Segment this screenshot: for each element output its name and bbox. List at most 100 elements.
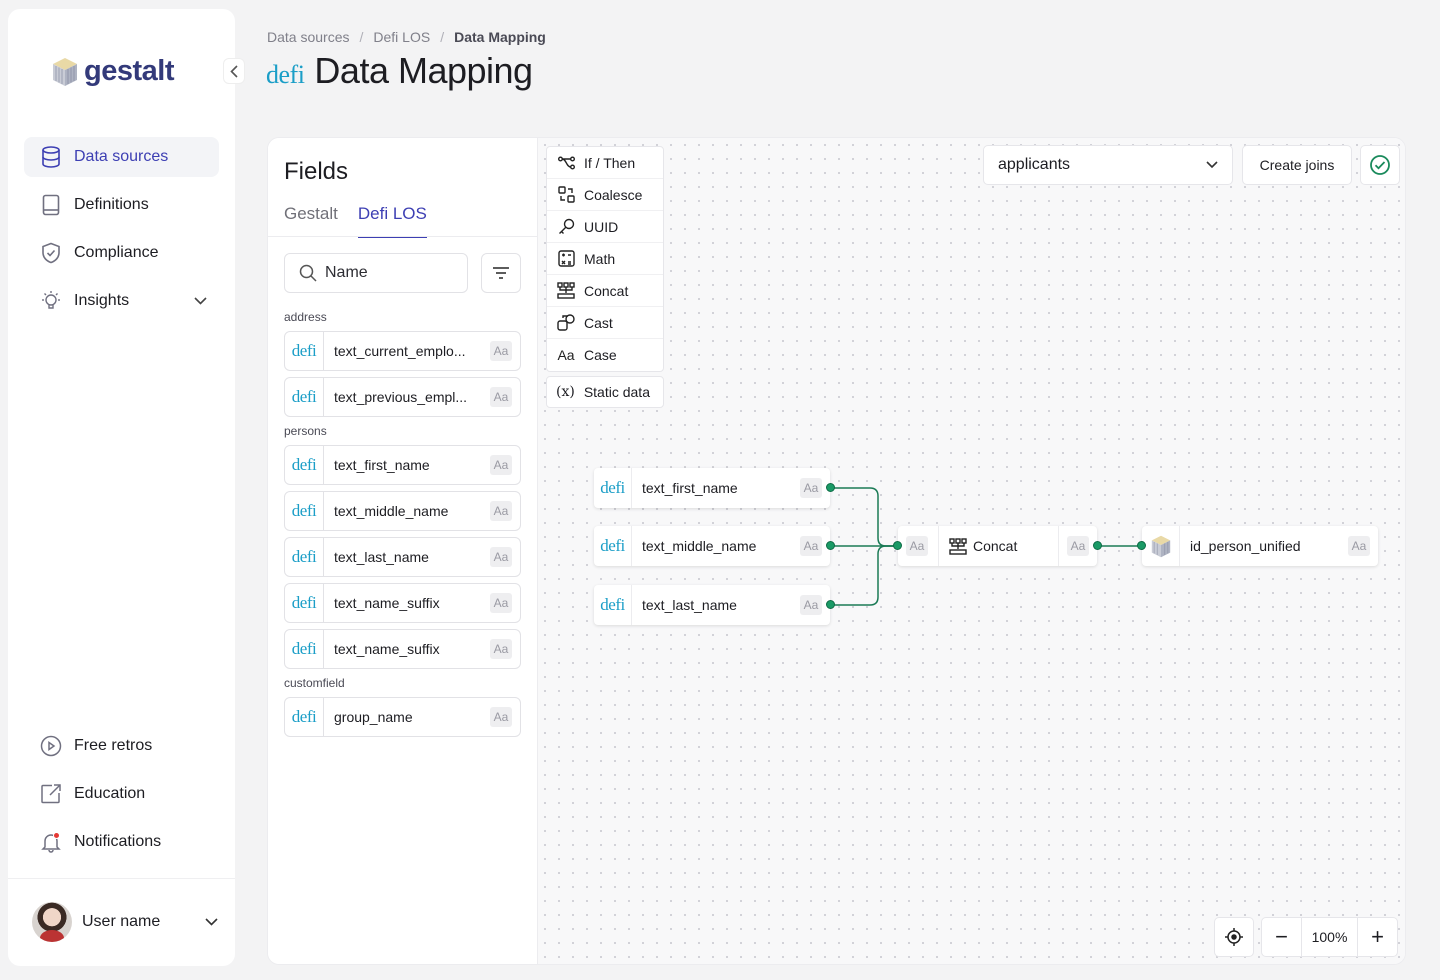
field-name: text_name_suffix	[334, 595, 440, 611]
breadcrumb-separator: /	[359, 29, 364, 45]
field-item[interactable]: defi text_current_emplo... Aa	[284, 331, 521, 371]
operation-uuid[interactable]: UUID	[547, 211, 663, 243]
chevron-down-icon[interactable]	[205, 915, 218, 929]
mapping-canvas[interactable]: If / Then Coalesce UUID Math	[538, 138, 1405, 964]
page-header: defi Data Mapping	[266, 50, 533, 92]
fields-tabs: Gestalt Defi LOS	[284, 204, 427, 238]
operation-if-then[interactable]: If / Then	[547, 147, 663, 179]
recenter-button[interactable]	[1214, 917, 1254, 957]
gestalt-cube-icon	[53, 57, 77, 86]
operation-concat[interactable]: Concat	[547, 275, 663, 307]
sidebar-item-label: Compliance	[74, 244, 159, 261]
defi-logo: defi	[594, 585, 632, 625]
sidebar-item-education[interactable]: Education	[24, 774, 219, 814]
filter-button[interactable]	[481, 253, 521, 293]
source-node[interactable]: defi text_last_name Aa	[594, 585, 835, 625]
field-item[interactable]: defi text_middle_name Aa	[284, 491, 521, 531]
user-menu[interactable]: User name	[32, 901, 222, 943]
defi-logo: defi	[285, 538, 324, 576]
output-port[interactable]	[826, 483, 835, 492]
input-port[interactable]	[893, 541, 902, 550]
source-node[interactable]: defi text_first_name Aa	[594, 468, 835, 508]
crosshair-icon	[1225, 928, 1243, 946]
output-port[interactable]	[826, 541, 835, 550]
case-icon: Aa	[557, 347, 575, 363]
field-name: text_last_name	[334, 549, 429, 565]
operation-case[interactable]: Aa Case	[547, 339, 663, 371]
node-field-name: text_first_name	[642, 480, 738, 496]
sidebar-item-label: Free retros	[74, 737, 153, 754]
defi-logo: defi	[285, 332, 324, 370]
sidebar-item-notifications[interactable]: Notifications	[24, 822, 219, 862]
defi-logo: defi	[285, 584, 324, 622]
text-type-badge: Aa	[490, 593, 512, 613]
sidebar-item-label: Definitions	[74, 196, 149, 213]
field-name: text_previous_empl...	[334, 389, 468, 405]
input-port[interactable]	[1137, 541, 1146, 550]
field-name: text_name_suffix	[334, 641, 440, 657]
defi-logo: defi	[594, 468, 632, 508]
sidebar-item-free-retros[interactable]: Free retros	[24, 726, 219, 766]
output-port[interactable]	[826, 600, 835, 609]
cast-icon	[557, 314, 575, 331]
output-port[interactable]	[1093, 541, 1102, 550]
concat-icon	[939, 537, 967, 555]
operation-label: Math	[584, 250, 616, 267]
breadcrumb-item[interactable]: Data sources	[267, 29, 350, 45]
defi-logo: defi	[285, 378, 324, 416]
operation-static-data[interactable]: (x) Static data	[546, 376, 664, 408]
text-type-badge: Aa	[490, 501, 512, 521]
tab-gestalt[interactable]: Gestalt	[284, 204, 338, 223]
operations-palette: If / Then Coalesce UUID Math	[546, 146, 664, 372]
field-item[interactable]: defi text_previous_empl... Aa	[284, 377, 521, 417]
field-name: group_name	[334, 709, 413, 725]
sidebar-item-label: Data sources	[74, 148, 169, 165]
concat-node[interactable]: Aa Concat Aa	[893, 526, 1102, 566]
target-node[interactable]: id_person_unified Aa	[1137, 526, 1378, 566]
field-item[interactable]: defi text_first_name Aa	[284, 445, 521, 485]
main-nav: Data sources Definitions Compliance Insi…	[24, 137, 219, 329]
defi-logo: defi	[285, 446, 324, 484]
operation-label: UUID	[584, 218, 619, 235]
search-icon	[299, 264, 317, 282]
tab-defi-los[interactable]: Defi LOS	[357, 204, 427, 238]
operation-math[interactable]: Math	[547, 243, 663, 275]
operation-coalesce[interactable]: Coalesce	[547, 179, 663, 211]
create-joins-button[interactable]: Create joins	[1242, 145, 1352, 185]
text-type-badge: Aa	[490, 341, 512, 361]
sidebar-item-compliance[interactable]: Compliance	[24, 233, 219, 273]
zoom-out-button[interactable]: −	[1275, 924, 1288, 949]
field-name: text_current_emplo...	[334, 343, 466, 359]
collapse-sidebar-button[interactable]	[223, 58, 245, 84]
sidebar: gestalt Data sources Definitions Complia…	[8, 9, 235, 966]
sidebar-item-insights[interactable]: Insights	[24, 281, 219, 321]
operation-label: Coalesce	[584, 186, 643, 203]
shield-check-icon	[40, 242, 62, 264]
field-item[interactable]: defi group_name Aa	[284, 697, 521, 737]
source-node[interactable]: defi text_middle_name Aa	[594, 526, 835, 566]
gestalt-logo[interactable]: gestalt	[52, 55, 174, 88]
sidebar-item-definitions[interactable]: Definitions	[24, 185, 219, 225]
mapping-edges	[830, 487, 1142, 606]
operation-cast[interactable]: Cast	[547, 307, 663, 339]
breadcrumb-item[interactable]: Defi LOS	[373, 29, 431, 45]
filter-icon	[493, 267, 509, 279]
field-item[interactable]: defi text_name_suffix Aa	[284, 583, 521, 623]
node-field-name: text_middle_name	[642, 538, 757, 554]
operation-label: Case	[584, 347, 617, 363]
table-select[interactable]: applicants	[983, 145, 1233, 185]
concat-icon	[557, 282, 575, 299]
search-input[interactable]: Name	[284, 253, 468, 293]
field-item[interactable]: defi text_name_suffix Aa	[284, 629, 521, 669]
defi-logo: defi	[266, 60, 305, 89]
brand-name: gestalt	[84, 55, 174, 87]
text-type-badge: Aa	[490, 547, 512, 567]
divider	[268, 236, 538, 237]
node-field-name: id_person_unified	[1190, 538, 1301, 554]
group-label-persons: persons	[284, 424, 327, 438]
field-item[interactable]: defi text_last_name Aa	[284, 537, 521, 577]
validate-button[interactable]	[1360, 145, 1400, 185]
sidebar-item-data-sources[interactable]: Data sources	[24, 137, 219, 177]
zoom-in-button[interactable]: +	[1371, 924, 1384, 949]
chevron-down-icon[interactable]	[194, 294, 207, 308]
